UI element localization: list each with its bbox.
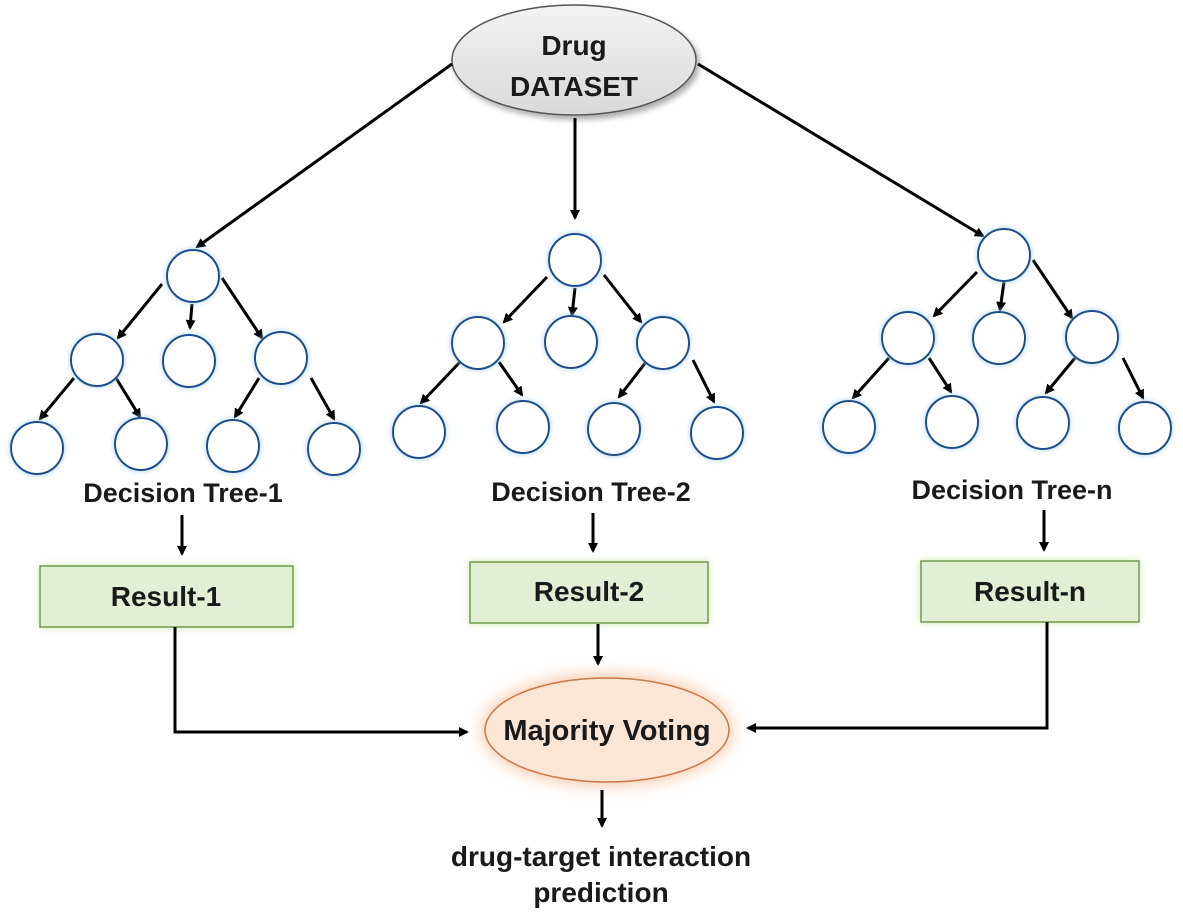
decision-tree-1: [10, 249, 361, 476]
majority-voting-node: Majority Voting: [484, 677, 730, 783]
result-n-label: Result-n: [974, 576, 1086, 607]
result-2-label: Result-2: [534, 576, 644, 607]
dataset-node: Drug DATASET: [451, 4, 697, 116]
dataset-to-tree-1-arrow: [195, 62, 453, 249]
tree-n-label: Decision Tree-n: [911, 475, 1112, 505]
result-n-box: Result-n: [920, 560, 1140, 623]
result-2-box: Result-2: [469, 561, 709, 624]
decision-tree-n: [822, 228, 1172, 455]
result-n-to-voting-arrow: [746, 622, 1049, 733]
dataset-label-line1: Drug: [541, 30, 606, 61]
majority-voting-label: Majority Voting: [503, 715, 710, 747]
dataset-to-tree-n-arrow: [697, 62, 985, 238]
dataset-label-line2: DATASET: [510, 71, 638, 102]
decision-tree-2: [392, 233, 744, 460]
tree-1-label: Decision Tree-1: [83, 478, 283, 508]
result-1-label: Result-1: [111, 581, 221, 612]
output-label-line2: prediction: [533, 877, 668, 908]
result-1-to-voting-arrow: [173, 627, 469, 737]
tree-2-label: Decision Tree-2: [491, 477, 691, 507]
result-1-box: Result-1: [39, 565, 294, 628]
output-label-line1: drug-target interaction: [451, 841, 751, 872]
